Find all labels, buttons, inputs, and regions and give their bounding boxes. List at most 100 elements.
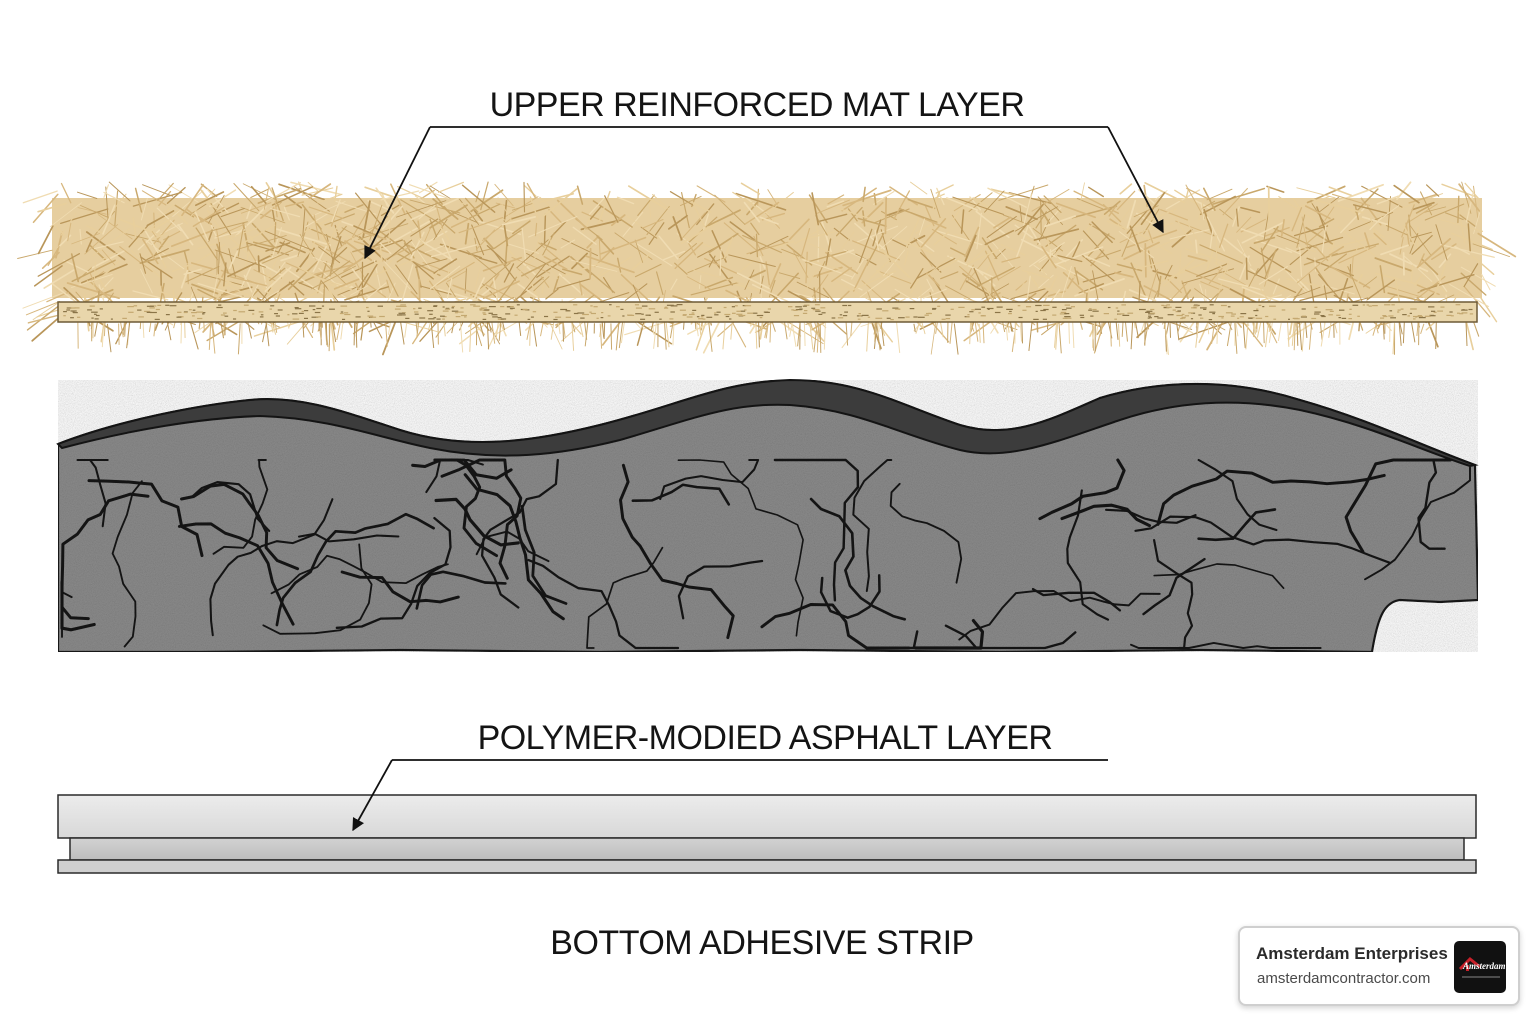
- fiber-strand: [1171, 209, 1193, 245]
- asphalt-crack: [527, 558, 680, 650]
- fiber-strand: [197, 243, 217, 250]
- fiber-strand: [318, 246, 341, 264]
- fiber-strand: [1178, 321, 1230, 340]
- fiber-strand: [262, 323, 267, 343]
- fiber-strand: [1337, 226, 1353, 239]
- board-speckle: [1052, 314, 1057, 316]
- fiber-strand: [936, 187, 945, 206]
- fiber-strand: [215, 268, 227, 291]
- fiber-strand: [556, 199, 588, 230]
- fiber-strand: [274, 200, 278, 218]
- board-speckle: [1314, 306, 1318, 308]
- fiber-strand: [1322, 284, 1355, 295]
- fiber-strand: [326, 234, 335, 264]
- fiber-strand: [1402, 320, 1405, 344]
- fiber-strand: [1000, 243, 1026, 256]
- board-speckle: [183, 311, 188, 314]
- fiber-strand: [106, 323, 112, 353]
- fiber-strand: [353, 280, 367, 303]
- fiber-strand: [589, 205, 602, 220]
- board-speckle: [729, 318, 732, 320]
- fiber-strand: [223, 262, 227, 287]
- fiber-strand: [60, 208, 109, 225]
- fiber-strand: [308, 206, 344, 219]
- fiber-strand: [1010, 323, 1014, 333]
- fiber-strand: [1214, 261, 1231, 273]
- fiber-strand: [873, 190, 895, 205]
- fiber-strand: [1216, 319, 1219, 344]
- board-speckle: [137, 309, 142, 311]
- fiber-strand: [22, 190, 58, 204]
- board-speckle: [607, 315, 611, 317]
- board-speckle: [99, 308, 103, 310]
- fiber-strand: [451, 211, 478, 223]
- company-badge[interactable]: Amsterdam Enterprises amsterdamcontracto…: [1238, 926, 1520, 1006]
- board-speckle: [795, 306, 802, 308]
- board-speckle: [1148, 315, 1152, 317]
- fiber-strand: [748, 269, 766, 279]
- fiber-strand: [585, 255, 635, 274]
- company-logo: Amsterdam: [1454, 941, 1506, 993]
- fiber-strand: [395, 264, 418, 295]
- fiber-strand: [1401, 204, 1415, 238]
- fiber-strand: [670, 278, 678, 291]
- fiber-strand: [815, 199, 850, 215]
- fiber-strand: [1408, 203, 1438, 223]
- fiber-strand: [959, 265, 991, 294]
- fiber-strand: [757, 191, 794, 221]
- board-speckle: [442, 306, 445, 308]
- fiber-strand: [1297, 245, 1317, 253]
- board-speckle: [1449, 311, 1453, 313]
- fiber-strand: [610, 323, 613, 350]
- fiber-strand: [1058, 322, 1062, 354]
- fiber-strand: [1422, 274, 1447, 294]
- fiber-strand: [1285, 247, 1302, 255]
- board-speckle: [696, 316, 700, 318]
- fiber-strand: [381, 205, 404, 230]
- fiber-strand: [1435, 224, 1448, 261]
- fiber-strand: [542, 188, 578, 217]
- fiber-strand: [1439, 243, 1495, 258]
- fiber-strand: [1237, 239, 1252, 267]
- fiber-strand: [26, 302, 64, 331]
- fiber-strand: [552, 276, 560, 293]
- fiber-strand: [974, 320, 979, 342]
- fiber-strand: [686, 276, 712, 291]
- fiber-strand: [184, 320, 186, 339]
- fiber-strand: [338, 280, 357, 294]
- asphalt-crack: [297, 532, 400, 543]
- board-speckle: [287, 314, 290, 316]
- board-speckle: [451, 310, 459, 312]
- fiber-strand: [893, 190, 911, 220]
- fiber-strand: [1062, 271, 1086, 294]
- board-speckle: [1407, 315, 1410, 317]
- asphalt-crack: [111, 480, 143, 648]
- board-speckle: [967, 314, 970, 316]
- board-speckle: [202, 313, 205, 315]
- fiber-strand: [311, 265, 357, 290]
- fiber-strand: [260, 202, 282, 219]
- board-speckle: [96, 314, 100, 317]
- board-speckle: [192, 309, 196, 311]
- board-speckle: [488, 312, 493, 314]
- fiber-strand: [540, 242, 557, 251]
- fiber-strand: [271, 208, 276, 222]
- fiber-strand: [1464, 182, 1480, 200]
- fiber-strand: [32, 193, 59, 224]
- fiber-strand: [251, 206, 267, 222]
- fiber-strand: [1311, 198, 1365, 214]
- board-speckle: [577, 312, 585, 314]
- board-speckle: [1203, 308, 1207, 310]
- company-website[interactable]: amsterdamcontractor.com: [1257, 970, 1431, 987]
- board-speckle: [414, 311, 419, 313]
- fiber-strand: [1465, 191, 1475, 223]
- fiber-strand: [480, 181, 489, 211]
- fiber-strand: [930, 318, 937, 355]
- board-speckle: [1103, 313, 1109, 315]
- fiber-strand: [263, 186, 270, 210]
- fiber-strand: [975, 210, 1010, 239]
- fiber-strand: [220, 207, 245, 218]
- fiber-strand: [1323, 285, 1328, 300]
- asphalt-crack: [1156, 469, 1386, 526]
- fiber-strand: [146, 248, 169, 261]
